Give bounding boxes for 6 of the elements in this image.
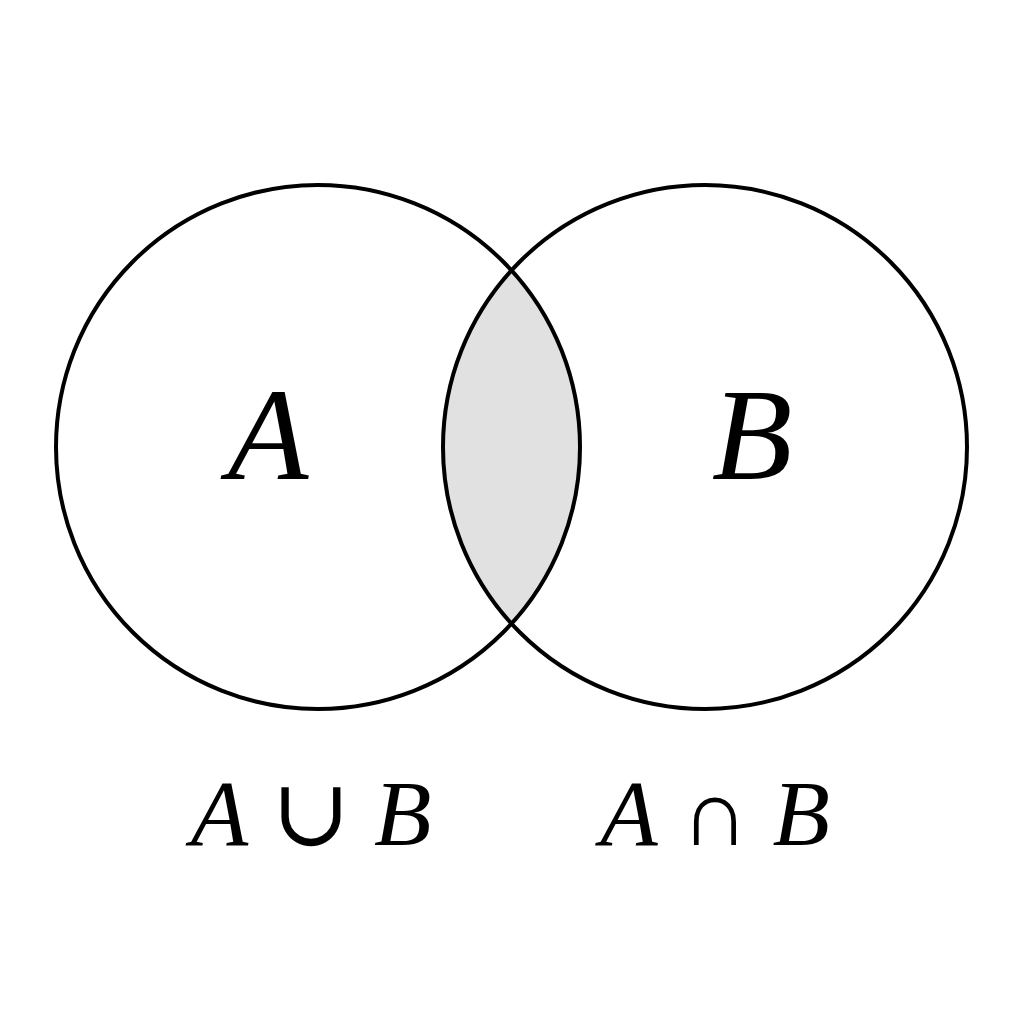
set-formula: A ∪ B	[173, 752, 449, 875]
set-label: A	[203, 355, 333, 515]
set-formula: A ∩ B	[583, 752, 847, 875]
set-circle	[54, 183, 582, 711]
set-label: B	[710, 359, 794, 510]
set-circle	[441, 183, 969, 711]
